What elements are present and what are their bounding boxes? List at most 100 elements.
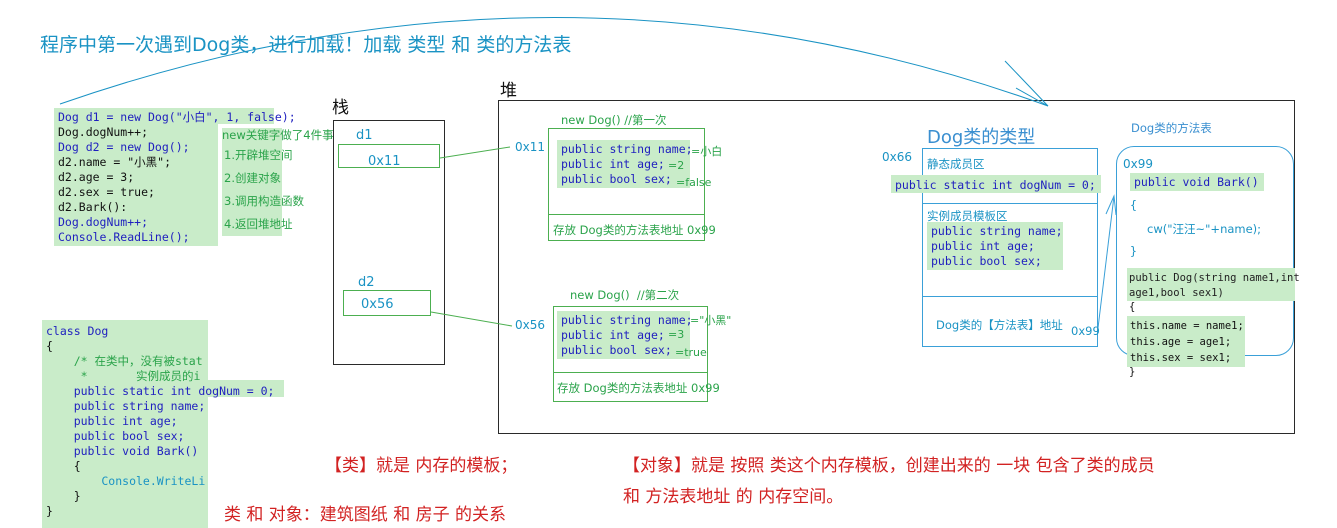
class-static-highlight — [42, 380, 284, 397]
field-line: public bool sex; — [561, 172, 672, 186]
field-line: public string name; — [931, 224, 1063, 238]
code-line: Dog.dogNum++; — [58, 125, 149, 139]
obj1-value: =小白 — [691, 145, 723, 158]
ctor-open-brace: { — [1129, 301, 1136, 313]
code-line: } — [46, 489, 81, 503]
class-code-block — [42, 320, 208, 528]
code-line: /* 在类中，没有被stat — [46, 354, 203, 368]
stack-var-d1: d1 — [356, 128, 373, 143]
stack-addr-d1: 0x11 — [368, 154, 401, 169]
class-code: class Dog{ /* 在类中，没有被stat * 实例成员的i — [46, 324, 208, 384]
stack-box — [333, 120, 445, 365]
class-note: 【类】就是 内存的模板； — [325, 456, 518, 476]
code-line: Console.WriteLi — [46, 474, 206, 488]
ctor-body-bg — [1127, 316, 1245, 367]
dog-type-box — [922, 148, 1098, 347]
dog-type-title: Dog类的类型 — [927, 127, 1036, 148]
instance-area-label: 实例成员模板区 — [927, 209, 1008, 223]
page-title: 程序中第一次遇到Dog类，进行加载！加载 类型 和 类的方法表 — [40, 34, 572, 56]
dog-type-divider-1 — [922, 203, 1098, 204]
dog-type-addr: 0x66 — [882, 150, 913, 164]
obj2-divider — [553, 372, 708, 373]
field-line: public string name; — [561, 142, 693, 156]
obj2-fields-bg — [557, 311, 690, 359]
static-field-bg — [891, 175, 1101, 193]
ctor-line: this.age = age1; — [1130, 336, 1232, 348]
code-line: Dog.dogNum++; — [58, 215, 149, 229]
code-line: * 实例成员的i — [46, 369, 201, 383]
obj1-value: =2 — [668, 159, 685, 172]
field-line: public int age; — [931, 239, 1035, 253]
field-line: public bool sex; — [561, 343, 672, 357]
instance-fields-bg — [927, 222, 1063, 270]
stack-addr-d2: 0x56 — [361, 297, 394, 312]
obj2-value: =3 — [668, 328, 685, 341]
obj1-addr: 0x11 — [515, 140, 546, 154]
ctor-line: this.sex = sex1; — [1130, 352, 1232, 364]
method-table-title: Dog类的方法表 — [1131, 121, 1212, 135]
obj1-value: =false — [676, 176, 712, 189]
class-static-line: public static int dogNum = 0; — [46, 384, 275, 398]
obj2-value: ="小黑" — [690, 314, 732, 327]
code-line: class Dog — [46, 324, 109, 338]
obj2-box — [553, 306, 708, 402]
obj2-method-table-ref: 存放 Dog类的方法表地址 0x99 — [557, 381, 720, 395]
static-area-label: 静态成员区 — [927, 157, 985, 171]
code-line: } — [46, 504, 53, 518]
ctor-line: this.name = name1; — [1130, 320, 1244, 332]
obj2-caption: new Dog() //第二次 — [570, 288, 680, 302]
field-line: public int age; — [561, 328, 665, 342]
code-line: d2.sex = true; — [58, 185, 155, 199]
bark-sig-bg — [1130, 173, 1264, 191]
new-keyword-heading: new关键字做了4件事 — [222, 128, 334, 142]
instance-fields: public string name;public int age;public… — [931, 224, 1063, 269]
main-code-line-highlight — [54, 108, 274, 124]
new-step: 2.创建对象 — [224, 171, 281, 185]
code-line: public void Bark() — [46, 444, 199, 458]
bark-open-brace: { — [1130, 198, 1137, 212]
object-note-line-2: 和 方法表地址 的 内存空间。 — [623, 487, 844, 507]
ctor-line: age1,bool sex1) — [1129, 287, 1224, 299]
ctor-close-brace: } — [1129, 366, 1136, 378]
code-line: public bool sex; — [46, 429, 185, 443]
main-code-block — [54, 108, 218, 246]
field-line: public bool sex; — [931, 254, 1042, 268]
bark-signature: public void Bark() — [1134, 175, 1259, 189]
obj1-caption: new Dog() //第一次 — [561, 113, 667, 127]
new-step: 3.调用构造函数 — [224, 194, 304, 208]
obj2-addr: 0x56 — [515, 318, 546, 332]
obj1-fields-bg — [557, 140, 690, 188]
method-table-addr: 0x99 — [1071, 324, 1100, 338]
code-line: { — [46, 339, 53, 353]
stack-slot-d2 — [343, 290, 431, 316]
obj1-divider — [548, 214, 705, 215]
code-line: Dog d2 = new Dog(); — [58, 140, 190, 154]
heap-label: 堆 — [500, 81, 517, 101]
field-line: public string name; — [561, 313, 693, 327]
method-table-addr-label: Dog类的【方法表】地址 — [936, 318, 1063, 332]
code-line: public string name; — [46, 399, 206, 413]
dog-type-divider-2 — [922, 296, 1098, 297]
stack-slot-d1 — [338, 144, 440, 168]
new-step: 4.返回堆地址 — [224, 217, 293, 231]
obj2-fields: public string name;public int age;public… — [561, 313, 693, 358]
stack-label: 栈 — [332, 98, 349, 118]
obj1-box — [548, 128, 705, 241]
obj2-value: =true — [675, 346, 707, 359]
object-note-line-1: 【对象】就是 按照 类这个内存模板，创建出来的 一块 包含了类的成员 — [623, 456, 1155, 476]
obj1-fields: public string name;public int age;public… — [561, 142, 693, 187]
code-line: d2.name = "小黑"; — [58, 155, 172, 169]
main-code: Dog d1 = new Dog("小白", 1, false);Dog.dog… — [58, 110, 296, 245]
code-line: public int age; — [46, 414, 178, 428]
bark-close-brace: } — [1130, 244, 1137, 258]
blueprint-note: 类 和 对象：建筑图纸 和 房子 的关系 — [224, 505, 507, 525]
stack-var-d2: d2 — [358, 275, 375, 290]
ctor-sig-bg — [1127, 268, 1295, 301]
code-line: Console.ReadLine(); — [58, 230, 190, 244]
obj1-method-table-ref: 存放 Dog类的方法表地址 0x99 — [553, 223, 716, 237]
field-line: public int age; — [561, 157, 665, 171]
new-keyword-bg — [222, 128, 282, 236]
class-code-rest: public string name; public int age; publ… — [46, 399, 208, 519]
code-line: d2.age = 3; — [58, 170, 135, 184]
